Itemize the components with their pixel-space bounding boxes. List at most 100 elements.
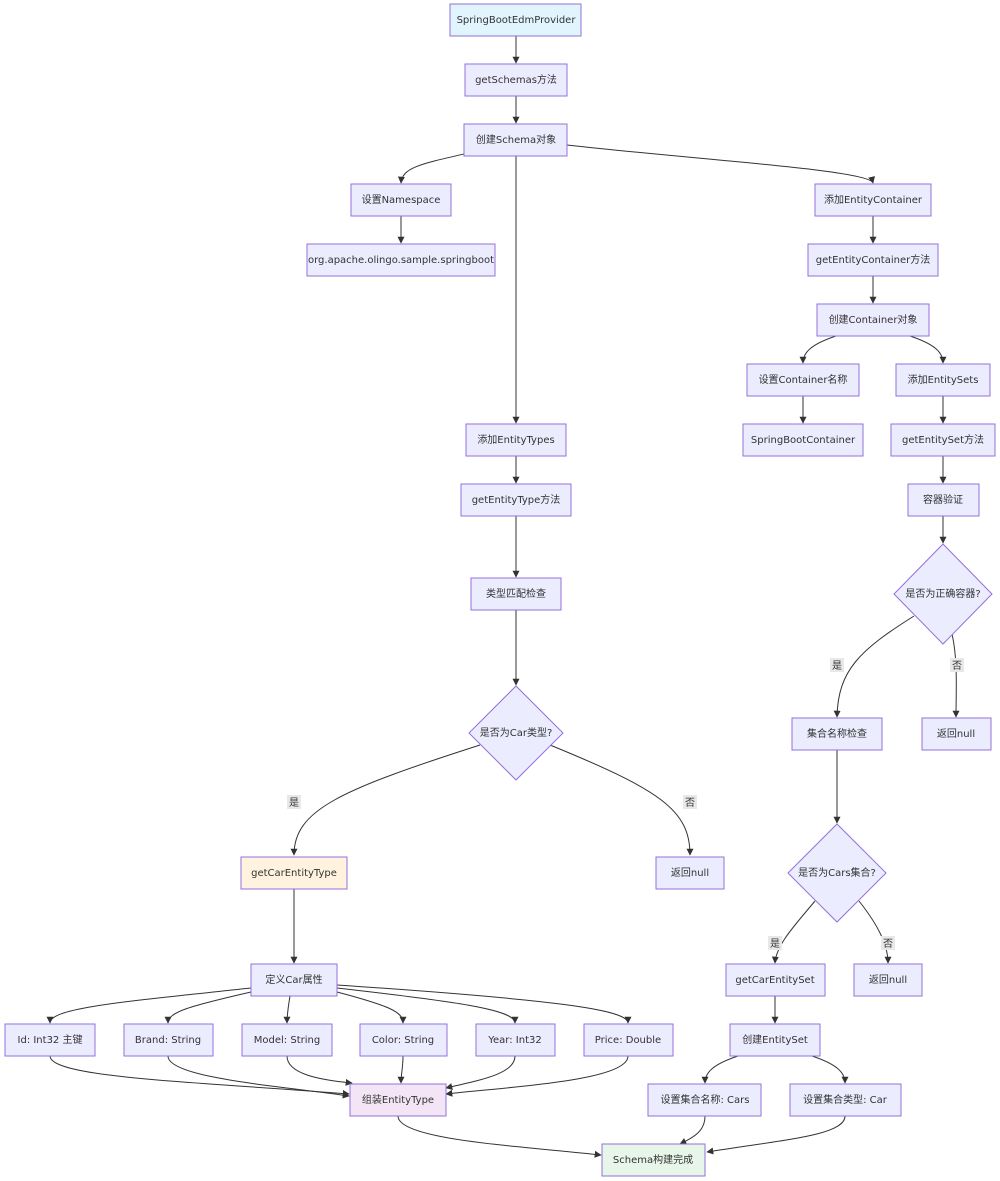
edge-defineprops-to-year	[336, 987, 519, 1024]
edge-brand-to-assemble	[167, 1055, 350, 1099]
svg-text:Price: Double: Price: Double	[595, 1035, 661, 1046]
edge-assemble-to-done	[397, 1115, 602, 1158]
node-set-namespace: 设置Namespace	[350, 183, 452, 217]
svg-text:设置Namespace: 设置Namespace	[362, 194, 441, 206]
svg-text:容器验证: 容器验证	[923, 493, 963, 506]
edge-containerdecision-no	[951, 633, 960, 718]
node-prop-brand: Brand: String	[123, 1023, 214, 1057]
node-is-correct-container: 是否为正确容器?	[893, 543, 993, 645]
svg-text:定义Car属性: 定义Car属性	[265, 973, 322, 986]
edge-containerdecision-yes	[833, 615, 915, 718]
svg-text:组装EntityType: 组装EntityType	[362, 1093, 434, 1106]
svg-text:org.apache.olingo.sample.sprin: org.apache.olingo.sample.springboot	[308, 255, 494, 266]
svg-text:否: 否	[685, 797, 695, 809]
edge-createentityset-to-settype	[811, 1055, 849, 1084]
edge-label-cartype-yes: 是	[287, 795, 301, 809]
node-create-entity-set: 创建EntitySet	[729, 1023, 821, 1057]
node-get-schemas: getSchemas方法	[464, 63, 568, 97]
node-get-entity-container: getEntityContainer方法	[807, 243, 939, 277]
svg-text:创建EntitySet: 创建EntitySet	[742, 1033, 808, 1046]
svg-text:设置Container名称: 设置Container名称	[759, 373, 848, 386]
svg-text:集合名称检查: 集合名称检查	[807, 727, 867, 740]
edge-label-container-yes: 是	[830, 658, 844, 672]
edge-label-cars-yes: 是	[768, 936, 782, 950]
svg-text:否: 否	[952, 660, 962, 672]
svg-text:是: 是	[289, 797, 299, 809]
svg-text:设置集合名称: Cars: 设置集合名称: Cars	[661, 1093, 750, 1106]
edge-id-to-assemble	[49, 1055, 350, 1097]
node-get-car-entity-type: getCarEntityType	[240, 856, 348, 890]
svg-text:返回null: 返回null	[869, 974, 907, 986]
nodes: SpringBootEdmProvider getSchemas方法 创建Sch…	[4, 3, 996, 1177]
node-prop-id: Id: Int32 主键	[4, 1023, 96, 1057]
edge-setname-to-done	[679, 1115, 706, 1145]
svg-text:Schema构建完成: Schema构建完成	[613, 1153, 693, 1166]
svg-text:Model: String: Model: String	[254, 1035, 320, 1046]
svg-text:是否为Car类型?: 是否为Car类型?	[480, 726, 553, 739]
edges	[46, 36, 960, 1158]
node-namespace-value: org.apache.olingo.sample.springboot	[306, 243, 496, 277]
edge-color-to-assemble	[397, 1055, 405, 1084]
node-type-match-check: 类型匹配检查	[470, 577, 562, 611]
node-return-null-type: 返回null	[655, 856, 725, 890]
svg-text:getCarEntitySet: getCarEntitySet	[735, 975, 814, 986]
edge-defineprops-to-model	[283, 995, 291, 1024]
edge-labels: 是 否 是 否 是 否	[287, 658, 964, 950]
svg-text:Year: Int32: Year: Int32	[487, 1035, 541, 1046]
svg-text:创建Container对象: 创建Container对象	[829, 313, 918, 326]
node-is-cars-set: 是否为Cars集合?	[787, 823, 887, 923]
svg-text:否: 否	[883, 938, 893, 950]
node-set-set-type: 设置集合类型: Car	[789, 1083, 902, 1117]
svg-text:类型匹配检查: 类型匹配检查	[486, 587, 546, 600]
node-prop-price: Price: Double	[583, 1023, 674, 1057]
svg-text:getSchemas方法: getSchemas方法	[475, 73, 557, 86]
svg-text:是: 是	[770, 938, 780, 950]
edge-label-cartype-no: 否	[683, 795, 697, 809]
svg-text:添加EntityTypes: 添加EntityTypes	[477, 433, 554, 446]
node-assemble-entity-type: 组装EntityType	[349, 1083, 447, 1117]
node-get-entity-set: getEntitySet方法	[890, 423, 996, 457]
svg-text:SpringBootEdmProvider: SpringBootEdmProvider	[457, 15, 577, 26]
node-create-container: 创建Container对象	[816, 303, 930, 337]
node-schema-done: Schema构建完成	[601, 1143, 706, 1177]
svg-text:是: 是	[832, 660, 842, 672]
svg-text:getEntitySet方法: getEntitySet方法	[902, 433, 984, 446]
node-prop-model: Model: String	[241, 1023, 333, 1057]
edge-label-cars-no: 否	[881, 936, 895, 950]
edge-defineprops-to-color	[336, 991, 407, 1024]
node-set-name-check: 集合名称检查	[791, 717, 883, 751]
svg-text:添加EntitySets: 添加EntitySets	[908, 373, 979, 386]
svg-text:SpringBootContainer: SpringBootContainer	[751, 435, 856, 446]
node-add-entity-types: 添加EntityTypes	[465, 423, 567, 457]
edge-createcontainer-to-addentitysets	[909, 335, 947, 364]
node-prop-year: Year: Int32	[475, 1023, 556, 1057]
node-add-entity-container: 添加EntityContainer	[814, 183, 932, 217]
edge-cartypedecision-yes	[290, 744, 481, 856]
edge-model-to-assemble	[286, 1055, 353, 1086]
svg-text:是否为正确容器?: 是否为正确容器?	[905, 587, 980, 600]
edge-cartypedecision-no	[549, 744, 694, 856]
edge-createcontainer-to-containername	[799, 335, 837, 364]
edge-createentityset-to-setname	[701, 1055, 739, 1084]
node-create-schema: 创建Schema对象	[463, 123, 568, 157]
svg-text:Brand: String: Brand: String	[135, 1035, 201, 1046]
edge-defineprops-to-price	[336, 984, 632, 1024]
edge-carsdecision-yes	[771, 900, 816, 964]
svg-text:getEntityType方法: getEntityType方法	[472, 493, 561, 506]
node-return-null-set: 返回null	[853, 963, 923, 997]
svg-text:Id: Int32 主键: Id: Int32 主键	[18, 1033, 83, 1046]
edge-carsdecision-no	[858, 900, 892, 964]
svg-text:是否为Cars集合?: 是否为Cars集合?	[798, 866, 876, 879]
svg-text:返回null: 返回null	[937, 728, 975, 740]
node-container-check: 容器验证	[907, 483, 980, 517]
svg-text:设置集合类型: Car: 设置集合类型: Car	[803, 1093, 888, 1106]
svg-text:Color: String: Color: String	[372, 1035, 434, 1046]
node-get-entity-type: getEntityType方法	[460, 483, 572, 517]
edge-defineprops-to-id	[46, 987, 252, 1024]
svg-text:getCarEntityType: getCarEntityType	[251, 868, 337, 879]
svg-text:getEntityContainer方法: getEntityContainer方法	[816, 253, 930, 266]
edge-price-to-assemble	[445, 1055, 629, 1097]
svg-text:添加EntityContainer: 添加EntityContainer	[824, 193, 923, 206]
node-return-null-container: 返回null	[921, 717, 992, 751]
